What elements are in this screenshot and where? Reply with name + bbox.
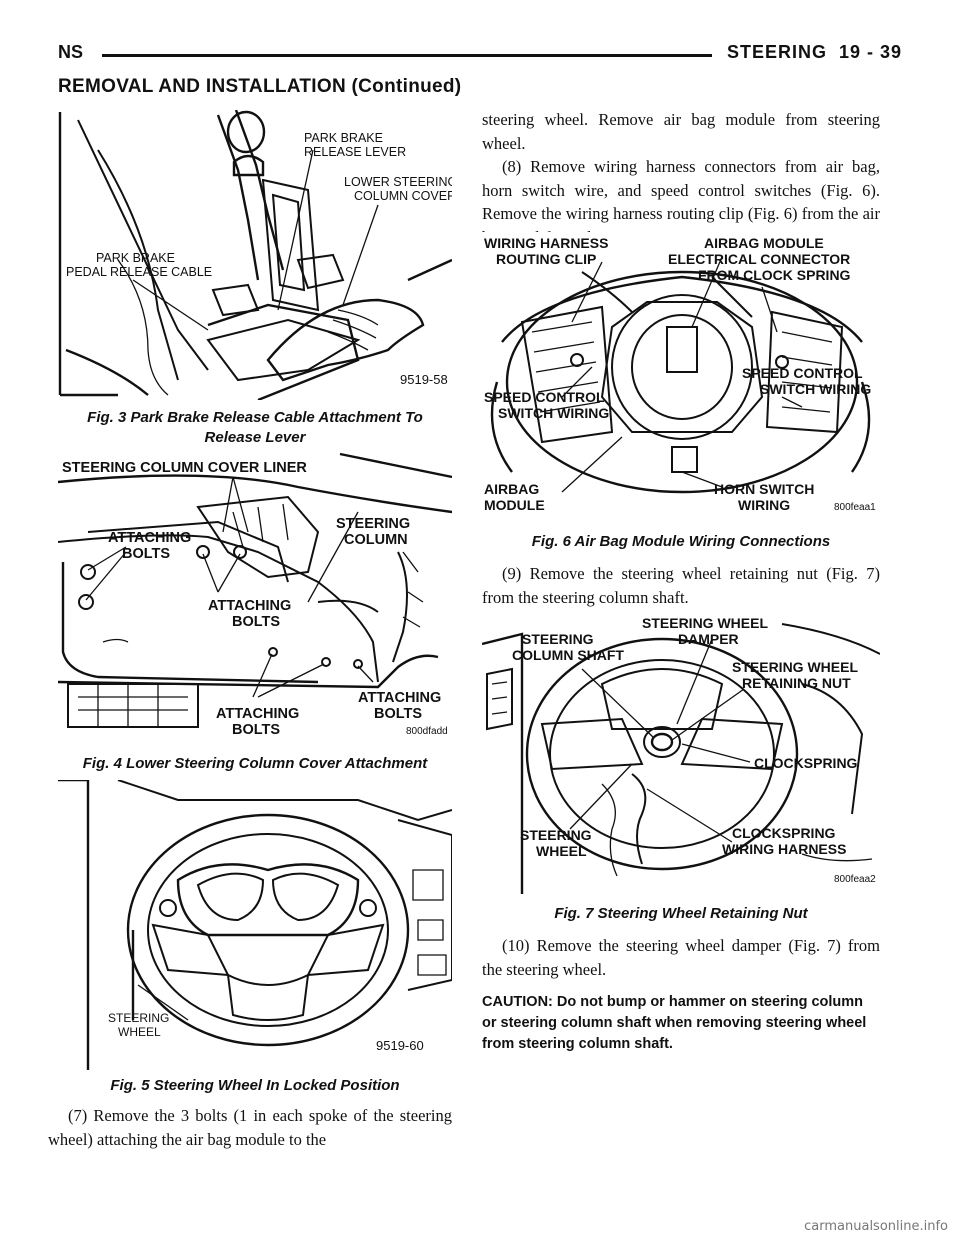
figure-7-caption: Fig. 7 Steering Wheel Retaining Nut [482,904,880,924]
figure-code: 800dfadd [406,726,448,737]
caption-line: Fig. 7 Steering Wheel Retaining Nut [554,905,808,922]
label-bolts-a-1: ATTACHING [108,530,191,546]
label-bolts-c-1: ATTACHING [216,706,299,722]
label-clip-2: ROUTING CLIP [496,251,596,267]
label-shaft-1: STEERING [522,631,594,647]
label-column-2: COLUMN [344,532,408,548]
label-bolts-a-2: BOLTS [122,546,170,562]
label-bolts-b-1: ATTACHING [208,598,291,614]
header-section: STEERING [726,42,827,62]
label-wheel-2: WHEEL [118,1025,161,1039]
caption-line: Fig. 6 Air Bag Module Wiring Connections [531,533,831,550]
figure-code: 9519-60 [376,1038,424,1053]
caution-note: CAUTION: Do not bump or hammer on steeri… [482,994,867,1052]
label-scw-left-1: SPEED CONTROL [484,389,605,405]
label-wheel-1: STEERING [108,1011,169,1025]
label-wheel-2: WHEEL [536,843,587,859]
label-lower-cover-1: LOWER STEERING [344,175,452,189]
figure-3-caption: Fig. 3 Park Brake Release Cable Attachme… [58,408,452,448]
label-horn-2: WIRING [738,497,790,513]
label-airbag-module-top: AIRBAG MODULE [704,235,824,251]
figure-4-caption: Fig. 4 Lower Steering Column Cover Attac… [58,754,452,774]
caption-line-2: Release Lever [204,429,306,446]
figure-code: 9519-58 [400,372,448,387]
figure-6-airbag-wiring: WIRING HARNESS ROUTING CLIP AIRBAG MODUL… [482,232,880,528]
header-page-number: 19 - 39 [838,42,902,62]
label-scw-right-2: SWITCH WIRING [760,381,871,397]
paragraph: (9) Remove the steering wheel retaining … [482,564,880,607]
section-subheader: REMOVAL AND INSTALLATION (Continued) [58,76,462,97]
header-code: NS [58,42,84,62]
label-connector-2: FROM CLOCK SPRING [698,267,851,283]
figure-3-park-brake: PARK BRAKE RELEASE LEVER LOWER STEERING … [58,110,452,400]
label-clockspring: CLOCKSPRING [754,755,858,771]
label-horn-1: HORN SWITCH [714,481,814,497]
label-damper-2: DAMPER [678,631,739,647]
caption-line: Fig. 5 Steering Wheel In Locked Position [110,1077,400,1094]
header-rule [102,54,712,57]
label-liner: STEERING COLUMN COVER LINER [62,460,307,476]
label-shaft-2: COLUMN SHAFT [512,647,624,663]
label-nut-2: RETAINING NUT [742,675,851,691]
figure-4-column-cover: STEERING COLUMN COVER LINER ATTACHING BO… [58,452,452,748]
paragraph: (7) Remove the 3 bolts (1 in each spoke … [48,1106,452,1149]
label-airbag-1: AIRBAG [484,481,539,497]
label-connector-1: ELECTRICAL CONNECTOR [668,251,850,267]
label-bolts-c-2: BOLTS [232,722,280,738]
figure-5-caption: Fig. 5 Steering Wheel In Locked Position [58,1076,452,1096]
label-release-lever-1: PARK BRAKE [304,131,383,145]
caption-line: Fig. 4 Lower Steering Column Cover Attac… [82,755,428,772]
step-7-text: (7) Remove the 3 bolts (1 in each spoke … [48,1104,452,1151]
paragraph: (10) Remove the steering wheel damper (F… [482,936,880,979]
label-bolts-b-2: BOLTS [232,614,280,630]
step-7-8-text: steering wheel. Remove air bag module fr… [482,108,880,249]
figure-7-retaining-nut: STEERING COLUMN SHAFT STEERING WHEEL DAM… [482,614,880,904]
label-column-1: STEERING [336,516,410,532]
site-watermark[interactable]: carmanualsonline.info [804,1219,948,1234]
paragraph: steering wheel. Remove air bag module fr… [482,110,880,153]
figure-code: 800feaa1 [834,502,876,513]
step-9-text: (9) Remove the steering wheel retaining … [482,562,880,609]
figure-code: 800feaa2 [834,874,876,885]
figure-6-caption: Fig. 6 Air Bag Module Wiring Connections [482,532,880,552]
label-clip-1: WIRING HARNESS [484,235,608,251]
label-lower-cover-2: COLUMN COVER [354,189,452,203]
label-release-lever-2: RELEASE LEVER [304,145,406,159]
label-harness-2: WIRING HARNESS [722,841,846,857]
page-header: NS STEERING 19 - 39 [58,40,902,70]
label-scw-left-2: SWITCH WIRING [498,405,609,421]
label-damper-1: STEERING WHEEL [642,615,768,631]
label-harness-1: CLOCKSPRING [732,825,836,841]
caption-line-1: Fig. 3 Park Brake Release Cable Attachme… [87,409,423,426]
label-cable-1: PARK BRAKE [96,251,175,265]
figure-5-steering-wheel: STEERING WHEEL 9519-60 [58,780,452,1070]
label-nut-1: STEERING WHEEL [732,659,858,675]
header-section-page: STEERING 19 - 39 [727,42,902,63]
step-10-text: (10) Remove the steering wheel damper (F… [482,934,880,981]
label-wheel-1: STEERING [520,827,592,843]
label-cable-2: PEDAL RELEASE CABLE [66,265,212,279]
label-scw-right-1: SPEED CONTROL [742,365,863,381]
label-bolts-d-2: BOLTS [374,706,422,722]
label-bolts-d-1: ATTACHING [358,690,441,706]
label-airbag-2: MODULE [484,497,545,513]
